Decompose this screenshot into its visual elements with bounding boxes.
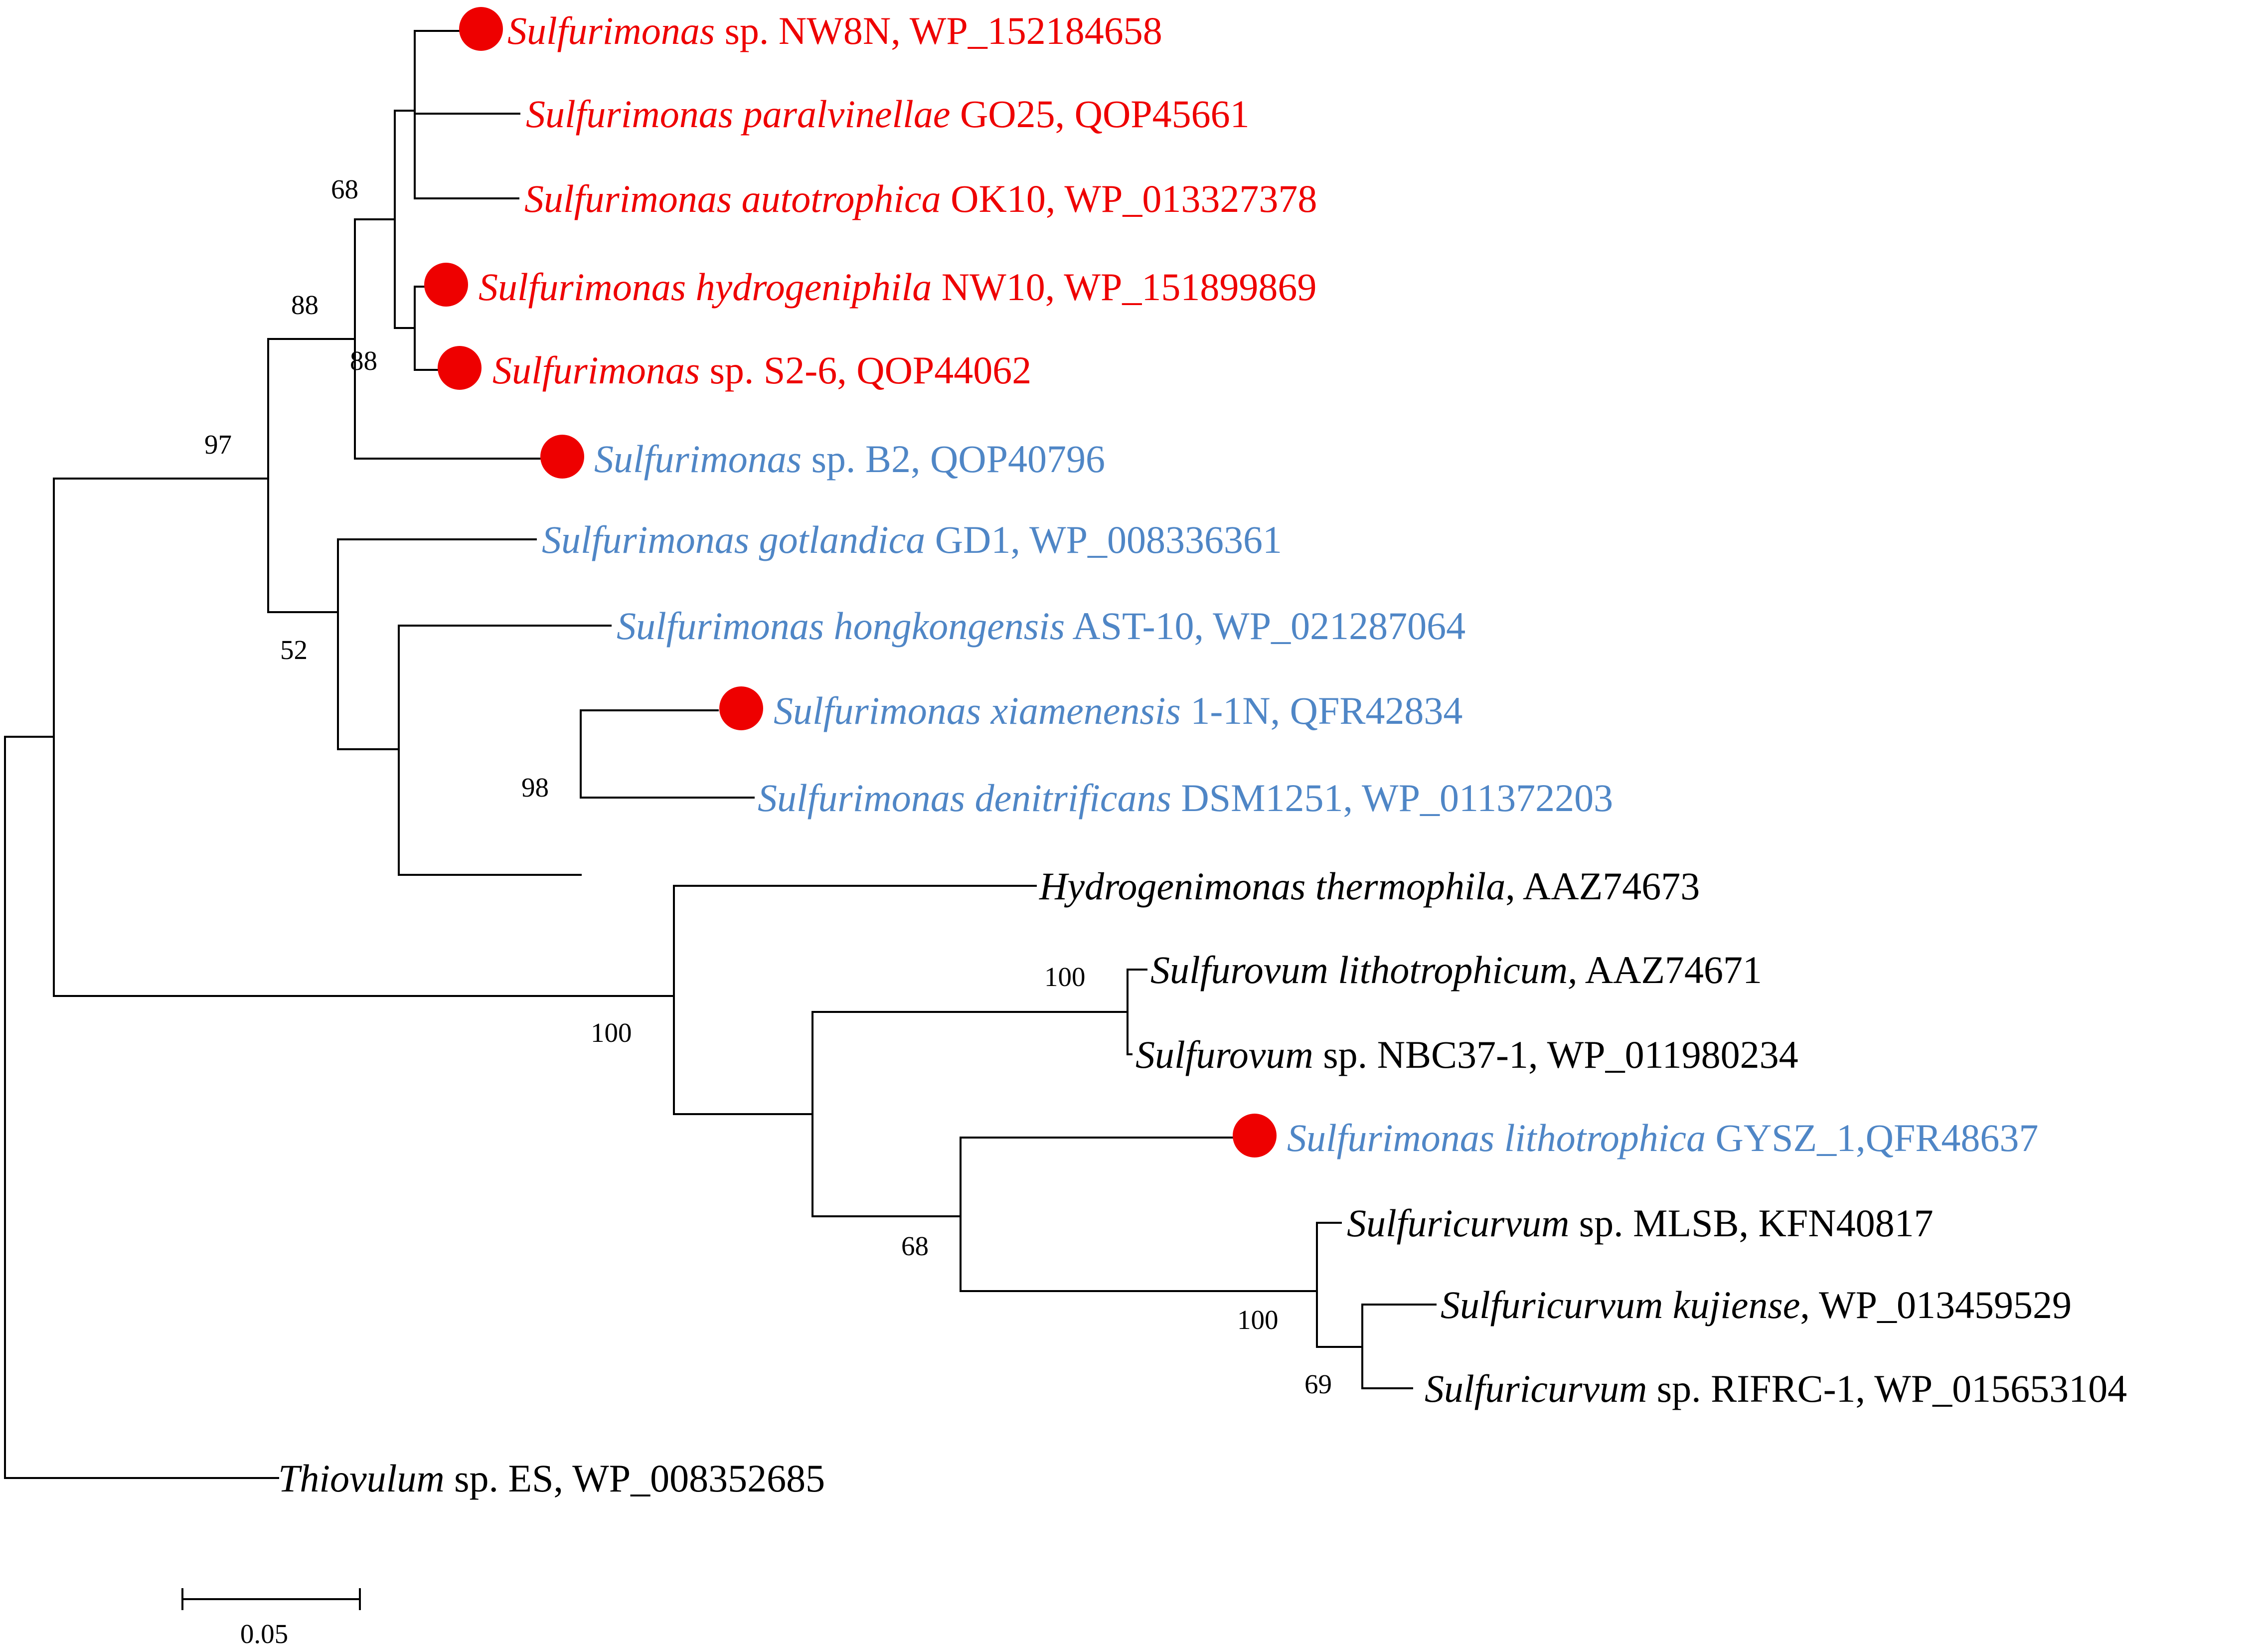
taxon-strain-accession: GYSZ_1,QFR48637 <box>1706 1116 2038 1159</box>
taxon-species: xiamenensis <box>981 689 1181 732</box>
bootstrap-values: 68 88 88 97 52 98 100 100 68 100 69 <box>204 174 1332 1399</box>
taxon-strain-accession: OK10, WP_013327378 <box>941 177 1317 220</box>
taxon-strain-accession: DSM1251, WP_011372203 <box>1171 776 1613 820</box>
bootstrap-value-b88b: 88 <box>350 345 377 376</box>
taxon-species: thermophila <box>1305 864 1505 908</box>
taxon-label-autotrophica: Sulfurimonas autotrophica OK10, WP_01332… <box>524 177 1317 220</box>
taxon-species: hydrogeniphila <box>686 265 932 309</box>
taxon-genus: Sulfurimonas <box>774 689 981 732</box>
taxon-label-b2: Sulfurimonas sp. B2, QOP40796 <box>594 437 1105 481</box>
taxon-genus: Sulfurimonas <box>1287 1116 1494 1159</box>
bootstrap-value-b100a: 100 <box>591 1017 632 1048</box>
taxon-genus: Sulfurimonas <box>542 518 749 561</box>
red-dot-icon <box>719 686 763 730</box>
taxon-label-sulfurovum-lith: Sulfurovum lithotrophicum, AAZ74671 <box>1150 948 1762 991</box>
taxon-label-sulfurovum-nbc: Sulfurovum sp. NBC37-1, WP_011980234 <box>1135 1033 1798 1076</box>
scale-bar-label: 0.05 <box>240 1619 288 1647</box>
taxon-label-denitrificans: Sulfurimonas denitrificans DSM1251, WP_0… <box>758 776 1613 820</box>
taxon-label-sulfuricurvum-mlsb: Sulfuricurvum sp. MLSB, KFN40817 <box>1347 1201 1934 1245</box>
taxon-label-lithotrophica: Sulfurimonas lithotrophica GYSZ_1,QFR486… <box>1287 1116 2038 1159</box>
taxon-genus: Sulfurimonas <box>617 604 824 648</box>
taxon-label-paralvinellae: Sulfurimonas paralvinellae GO25, QOP4566… <box>526 92 1250 136</box>
bootstrap-value-b68a: 68 <box>331 174 358 204</box>
taxon-strain-accession: sp. ES, WP_008352685 <box>445 1457 825 1500</box>
taxon-genus: Thiovulum <box>278 1457 445 1500</box>
red-dot-icon <box>438 346 482 390</box>
taxon-strain-accession: sp. S2-6, QOP44062 <box>700 348 1031 392</box>
taxon-genus: Sulfurimonas <box>479 265 686 309</box>
bootstrap-value-b69: 69 <box>1304 1369 1332 1399</box>
taxon-species: gotlandica <box>749 518 925 561</box>
taxon-strain-accession: GD1, WP_008336361 <box>925 518 1282 561</box>
taxon-label-gotlandica: Sulfurimonas gotlandica GD1, WP_00833636… <box>542 518 1282 561</box>
taxon-species: hongkongensis <box>824 604 1065 648</box>
taxon-label-s26: Sulfurimonas sp. S2-6, QOP44062 <box>492 348 1031 392</box>
taxon-genus: Sulfurimonas <box>524 177 732 220</box>
taxon-species: denitrificans <box>965 776 1171 820</box>
bootstrap-value-b98: 98 <box>521 772 549 803</box>
taxon-genus: Sulfurimonas <box>594 437 802 481</box>
taxon-strain-accession: NW10, WP_151899869 <box>932 265 1316 309</box>
bootstrap-value-b88a: 88 <box>291 290 319 320</box>
taxon-species: kujiense <box>1663 1283 1800 1326</box>
taxon-strain-accession: sp. RIFRC-1, WP_015653104 <box>1647 1367 2127 1410</box>
taxon-genus: Sulfuricurvum <box>1425 1367 1647 1410</box>
taxon-strain-accession: sp. NBC37-1, WP_011980234 <box>1313 1033 1798 1076</box>
taxon-labels: Sulfurimonas sp. NW8N, WP_152184658Sulfu… <box>278 9 2127 1500</box>
taxon-genus: Hydrogenimonas <box>1039 864 1305 908</box>
taxon-label-hongkongensis: Sulfurimonas hongkongensis AST-10, WP_02… <box>617 604 1465 648</box>
taxon-species: lithotrophica <box>1494 1116 1706 1159</box>
taxon-strain-accession: , AAZ74673 <box>1505 864 1700 908</box>
taxon-label-hydrogeniphila: Sulfurimonas hydrogeniphila NW10, WP_151… <box>479 265 1316 309</box>
taxon-strain-accession: sp. MLSB, KFN40817 <box>1569 1201 1933 1245</box>
taxon-label-hydrogenimonas: Hydrogenimonas thermophila, AAZ74673 <box>1039 864 1700 908</box>
taxon-strain-accession: AAZ74671 <box>1578 948 1763 991</box>
taxon-genus: Sulfurimonas <box>492 348 700 392</box>
taxon-strain-accession: GO25, QOP45661 <box>950 92 1249 136</box>
taxon-strain-accession: sp. NW8N, WP_152184658 <box>715 9 1162 52</box>
red-dot-icon <box>540 435 584 479</box>
taxon-label-thiovulum: Thiovulum sp. ES, WP_008352685 <box>278 1457 825 1500</box>
scale-bar: 0.05 <box>181 1588 361 1647</box>
taxon-genus: Sulfurovum <box>1150 948 1328 991</box>
sample-markers <box>424 7 1277 1157</box>
red-dot-icon <box>1233 1114 1277 1157</box>
taxon-label-rifrc: Sulfuricurvum sp. RIFRC-1, WP_015653104 <box>1425 1367 2127 1410</box>
bootstrap-value-b52: 52 <box>280 635 308 665</box>
bootstrap-value-b68b: 68 <box>901 1231 929 1261</box>
taxon-strain-accession: 1-1N, QFR42834 <box>1181 689 1463 732</box>
taxon-species: paralvinellae <box>733 92 950 136</box>
red-dot-icon <box>459 7 503 51</box>
taxon-label-nw8n: Sulfurimonas sp. NW8N, WP_152184658 <box>507 9 1162 52</box>
taxon-genus: Sulfurovum <box>1135 1033 1313 1076</box>
bootstrap-value-b100b: 100 <box>1044 962 1086 992</box>
red-dot-icon <box>424 263 468 307</box>
taxon-genus: Sulfurimonas <box>507 9 715 52</box>
taxon-label-xiamenensis: Sulfurimonas xiamenensis 1-1N, QFR42834 <box>774 689 1462 732</box>
taxon-strain-accession: sp. B2, QOP40796 <box>802 437 1105 481</box>
taxon-species: lithotrophicum, <box>1328 948 1578 991</box>
taxon-genus: Sulfuricurvum <box>1441 1283 1663 1326</box>
taxon-genus: Sulfuricurvum <box>1347 1201 1569 1245</box>
tree-branches <box>4 30 1437 1479</box>
scale-bar-line <box>181 1588 361 1610</box>
taxon-strain-accession: AST-10, WP_021287064 <box>1065 604 1465 648</box>
bootstrap-value-b97: 97 <box>204 429 232 460</box>
bootstrap-value-b100c: 100 <box>1237 1305 1279 1335</box>
taxon-strain-accession: , WP_013459529 <box>1800 1283 2072 1326</box>
taxon-species: autotrophica <box>732 177 941 220</box>
taxon-genus: Sulfurimonas <box>526 92 733 136</box>
taxon-genus: Sulfurimonas <box>758 776 965 820</box>
taxon-label-kujiense: Sulfuricurvum kujiense, WP_013459529 <box>1441 1283 2072 1326</box>
